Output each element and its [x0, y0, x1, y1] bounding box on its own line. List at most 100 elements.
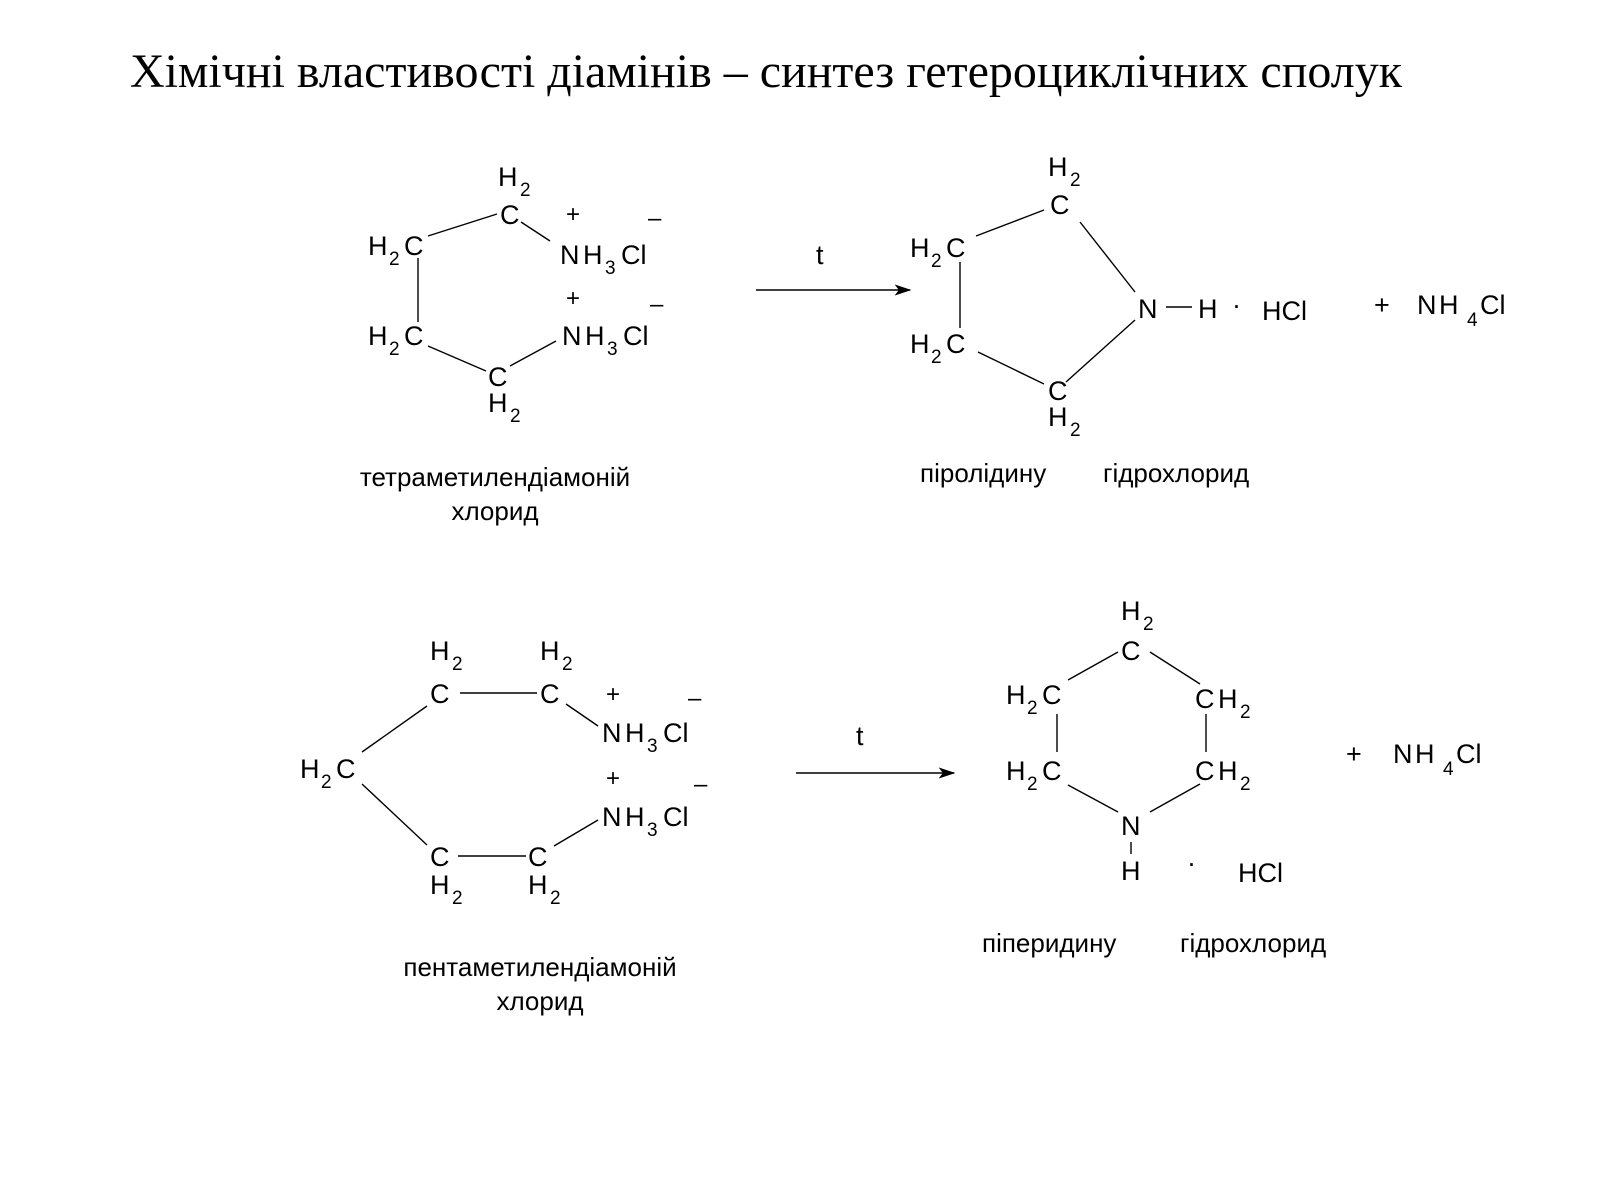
- atom-c: C: [1121, 636, 1141, 666]
- subscript-3: 3: [647, 820, 658, 841]
- atom-n: N: [1121, 811, 1141, 841]
- atom-h: H: [625, 718, 645, 748]
- atom-cl: Cl: [623, 321, 649, 351]
- minus-charge: –: [688, 685, 702, 712]
- plus-charge: +: [606, 681, 620, 708]
- subscript-4: 4: [1443, 759, 1454, 780]
- dot-separator: ·: [1232, 290, 1241, 320]
- atom-c: C: [1048, 376, 1068, 406]
- atom-h: H: [368, 231, 388, 261]
- plus-charge: +: [566, 201, 580, 228]
- atom-cl: Cl: [663, 718, 689, 748]
- subscript-2: 2: [510, 406, 521, 427]
- piperidine-hydrochloride-structure: H 2 C H 2 C C H 2 H 2 C C H 2 N H · HCl: [1006, 596, 1283, 888]
- subscript-2: 2: [1027, 774, 1038, 795]
- atom-c: C: [540, 679, 560, 709]
- atom-cl: Cl: [1480, 290, 1506, 320]
- reaction-2: H 2 C H 2 C H 2 C C H 2 C H 2 + – N H 3 …: [300, 596, 1482, 1016]
- subscript-2: 2: [1070, 420, 1081, 441]
- hcl-label: HCl: [1262, 296, 1307, 326]
- atom-c: C: [430, 842, 450, 872]
- pyrrolidine-hydrochloride-structure: H 2 C H 2 C H 2 C C H 2 N H · HCl: [910, 152, 1307, 441]
- bond: [1149, 783, 1201, 813]
- atom-c: C: [1195, 756, 1215, 786]
- subscript-2: 2: [562, 654, 573, 675]
- subscript-2: 2: [321, 772, 332, 793]
- bond: [427, 345, 487, 372]
- plus-sign: +: [1346, 739, 1362, 769]
- minus-charge: –: [694, 771, 708, 798]
- bond: [553, 819, 599, 847]
- heat-label: t: [856, 721, 864, 751]
- subscript-2: 2: [1027, 698, 1038, 719]
- bond: [520, 221, 551, 242]
- atom-h: H: [430, 636, 450, 666]
- atom-h: H: [1006, 756, 1026, 786]
- atom-c: C: [404, 321, 424, 351]
- atom-c: C: [430, 679, 450, 709]
- reactant-name-line1: пентаметилендіамоній: [403, 952, 676, 982]
- bond: [361, 783, 428, 846]
- bond: [361, 705, 428, 753]
- atom-h: H: [368, 321, 388, 351]
- subscript-2: 2: [452, 654, 463, 675]
- ammonium-chloride-formula: N H 4 Cl: [1393, 739, 1482, 780]
- atom-n: N: [602, 718, 622, 748]
- atom-h: H: [1121, 856, 1141, 886]
- atom-c: C: [946, 233, 966, 263]
- atom-h: H: [1415, 739, 1435, 769]
- atom-h: H: [1006, 680, 1026, 710]
- atom-h: H: [910, 233, 930, 263]
- ammonium-chloride-formula: N H 4 Cl: [1417, 290, 1506, 331]
- subscript-2: 2: [550, 888, 561, 909]
- atom-n: N: [1393, 739, 1413, 769]
- pentamethylenediammonium-chloride-structure: H 2 C H 2 C H 2 C C H 2 C H 2 + – N H 3 …: [300, 636, 708, 909]
- minus-charge: –: [648, 205, 662, 232]
- atom-h: H: [1121, 596, 1141, 626]
- atom-h: H: [528, 870, 548, 900]
- subscript-2: 2: [1143, 614, 1154, 635]
- atom-cl: Cl: [621, 240, 647, 270]
- atom-c: C: [500, 200, 520, 230]
- atom-h: H: [1218, 756, 1238, 786]
- minus-charge: –: [650, 291, 664, 318]
- bond: [1067, 651, 1119, 681]
- subscript-2: 2: [389, 249, 400, 270]
- bond: [1079, 221, 1136, 293]
- atom-cl: Cl: [1456, 739, 1482, 769]
- subscript-2: 2: [1240, 702, 1251, 723]
- subscript-2: 2: [520, 180, 531, 201]
- atom-c: C: [1050, 190, 1070, 220]
- atom-c: C: [1042, 680, 1062, 710]
- atom-h: H: [540, 636, 560, 666]
- bond: [975, 209, 1045, 237]
- bond: [977, 351, 1045, 385]
- atom-n: N: [562, 321, 582, 351]
- atom-c: C: [488, 362, 508, 392]
- atom-h: H: [910, 329, 930, 359]
- atom-c: C: [528, 842, 548, 872]
- hcl-label: HCl: [1238, 858, 1283, 888]
- subscript-2: 2: [389, 339, 400, 360]
- atom-h: H: [498, 162, 518, 192]
- plus-charge: +: [566, 285, 580, 312]
- subscript-2: 2: [452, 888, 463, 909]
- subscript-2: 2: [931, 251, 942, 272]
- atom-h: H: [488, 388, 508, 418]
- atom-n: N: [1138, 294, 1158, 324]
- subscript-3: 3: [647, 736, 658, 757]
- product-name-part1: піролідину: [920, 458, 1046, 488]
- product-name-part2: гідрохлорид: [1180, 928, 1326, 958]
- atom-h: H: [1218, 684, 1238, 714]
- bond: [509, 340, 557, 367]
- subscript-2: 2: [1070, 170, 1081, 191]
- atom-h: H: [1048, 402, 1068, 432]
- atom-h: H: [585, 321, 605, 351]
- atom-h: H: [1439, 290, 1459, 320]
- reactant-name-line2: хлорид: [496, 986, 583, 1016]
- product-name-part1: піперидину: [982, 928, 1116, 958]
- atom-c: C: [946, 329, 966, 359]
- plus-sign: +: [1374, 290, 1390, 320]
- bond: [565, 703, 599, 727]
- atom-c: C: [336, 754, 356, 784]
